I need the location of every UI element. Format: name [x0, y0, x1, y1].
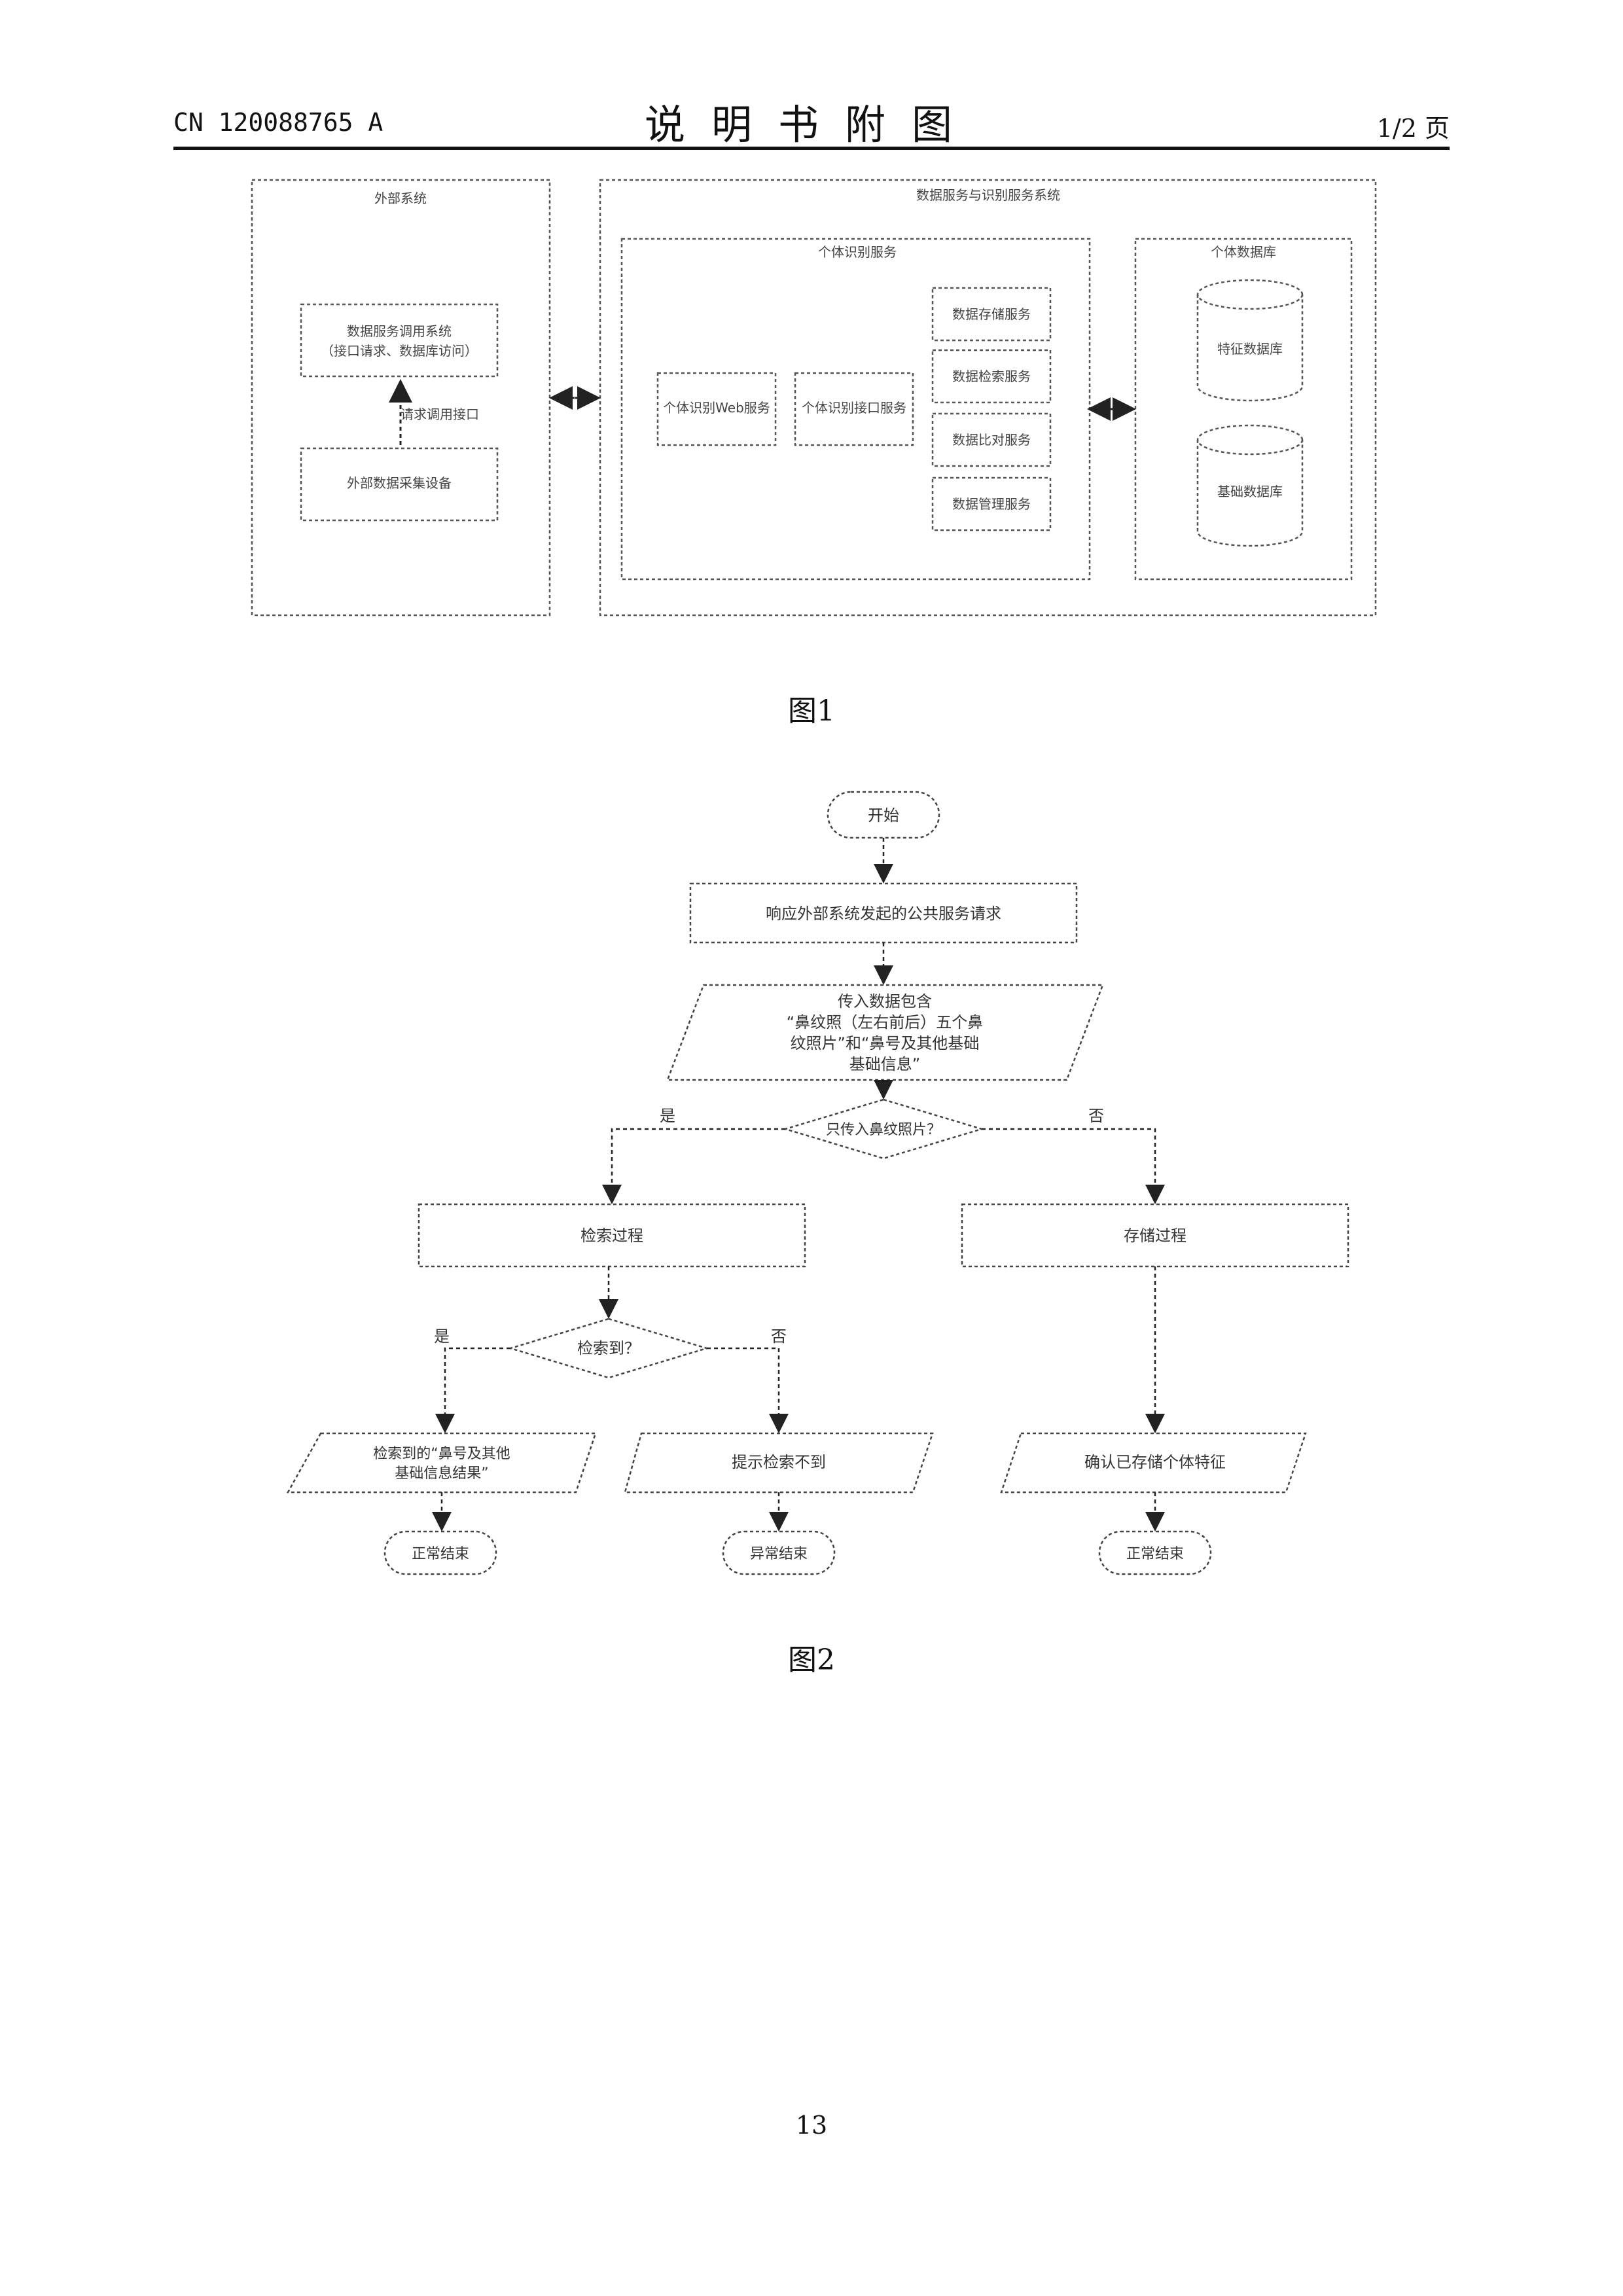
figure2-flowchart: 开始 响应外部系统发起的公共服务请求 传入数据包含 “鼻纹照（左右前后）五个鼻 … [0, 772, 1623, 1590]
external-system-box [252, 180, 550, 615]
svc4-label: 数据管理服务 [952, 496, 1031, 512]
store-label: 存储过程 [1124, 1227, 1186, 1245]
svc1-label: 数据存储服务 [952, 306, 1031, 322]
yes-label-1: 是 [660, 1107, 675, 1125]
notfound-label: 提示检索不到 [732, 1453, 826, 1471]
svc3-label: 数据比对服务 [952, 432, 1031, 448]
found-label-line2: 基础信息结果” [395, 1465, 488, 1482]
yes-label-2: 是 [434, 1327, 450, 1346]
input-label-line2: “鼻纹照（左右前后）五个鼻 [787, 1013, 983, 1031]
found-parallelogram [288, 1433, 596, 1492]
decision1-label: 只传入鼻纹照片？ [826, 1122, 941, 1138]
found-label-line1: 检索到的“鼻号及其他 [373, 1446, 510, 1462]
external-request-label: 请求调用接口 [401, 406, 479, 422]
step1-label: 响应外部系统发起的公共服务请求 [766, 905, 1001, 923]
service-group-label: 个体识别服务 [818, 244, 897, 260]
db-group-label: 个体数据库 [1211, 244, 1276, 260]
svc2-label: 数据检索服务 [952, 368, 1031, 384]
no-label-1: 否 [1088, 1107, 1104, 1125]
figure1-caption: 图1 [713, 687, 910, 729]
end-normal-label-2: 正常结束 [1126, 1546, 1184, 1562]
start-label: 开始 [868, 806, 899, 825]
external-system-label: 外部系统 [374, 190, 427, 206]
figure2-caption: 图2 [713, 1636, 910, 1678]
input-label-line3: 纹照片”和“鼻号及其他基础 [791, 1034, 980, 1052]
external-app-label: 数据服务调用系统 [347, 323, 452, 339]
db-group-box [1135, 239, 1351, 579]
api-service-label: 个体识别接口服务 [802, 400, 906, 416]
end-normal-label-1: 正常结束 [412, 1546, 469, 1562]
external-source-label: 外部数据采集设备 [347, 475, 452, 491]
external-app-box [301, 304, 497, 376]
platform-label: 数据服务与识别服务系统 [916, 187, 1060, 203]
page-number: 13 [713, 2111, 910, 2140]
confirmed-label: 确认已存储个体特征 [1084, 1453, 1226, 1471]
no-label-2: 否 [771, 1327, 787, 1346]
figure1-diagram: 外部系统 数据服务调用系统 （接口请求、数据库访问） 请求调用接口 外部数据采集… [0, 0, 1623, 655]
db2-label: 基础数据库 [1217, 484, 1283, 499]
input-label-line1: 传入数据包含 [838, 992, 932, 1011]
external-app-sub-label: （接口请求、数据库访问） [321, 343, 478, 359]
decision2-label: 检索到？ [577, 1339, 640, 1357]
end-abnormal-label: 异常结束 [750, 1546, 808, 1562]
input-label-line4: 基础信息” [849, 1055, 920, 1073]
search-label: 检索过程 [580, 1227, 643, 1245]
db1-label: 特征数据库 [1217, 341, 1283, 357]
web-service-label: 个体识别Web服务 [663, 400, 770, 416]
